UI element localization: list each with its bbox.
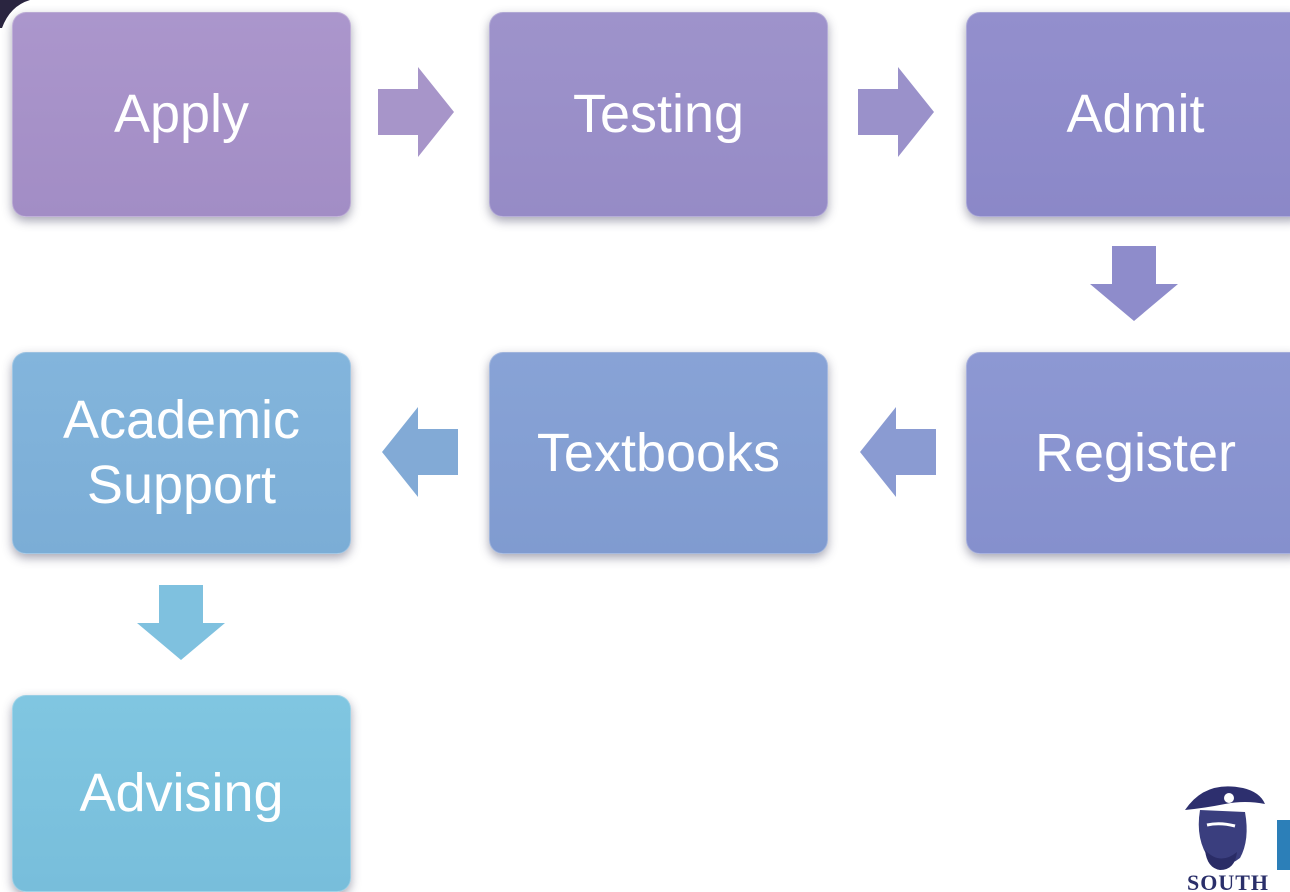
step-advising: Advising (12, 695, 351, 892)
step-admit-label: Admit (1066, 84, 1205, 145)
step-academic-support-label-line2: Support (86, 455, 277, 515)
corner-decoration (0, 0, 30, 28)
step-testing-label: Testing (572, 84, 745, 145)
step-register: Register (966, 352, 1290, 554)
step-academic-support: Academic Support (12, 352, 351, 554)
arrow-left-icon (860, 407, 936, 497)
arrow-right-icon (378, 67, 454, 157)
pirate-mascot-icon (1185, 786, 1290, 870)
step-textbooks-label: Textbooks (536, 422, 781, 483)
step-academic-support-label-line1: Academic (62, 390, 301, 451)
step-apply-label: Apply (113, 84, 250, 145)
step-register-label: Register (1034, 422, 1237, 483)
step-textbooks: Textbooks (489, 352, 828, 554)
logo-text: SOUTH (1187, 870, 1270, 892)
step-admit: Admit (966, 12, 1290, 217)
mascot-logo: SOUTH (1165, 770, 1290, 892)
arrow-down-icon (1090, 246, 1178, 321)
step-testing: Testing (489, 12, 828, 217)
arrow-right-icon (858, 67, 934, 157)
arrow-down-icon (137, 585, 225, 660)
arrow-left-icon (382, 407, 458, 497)
step-advising-label: Advising (79, 763, 284, 824)
step-apply: Apply (12, 12, 351, 217)
